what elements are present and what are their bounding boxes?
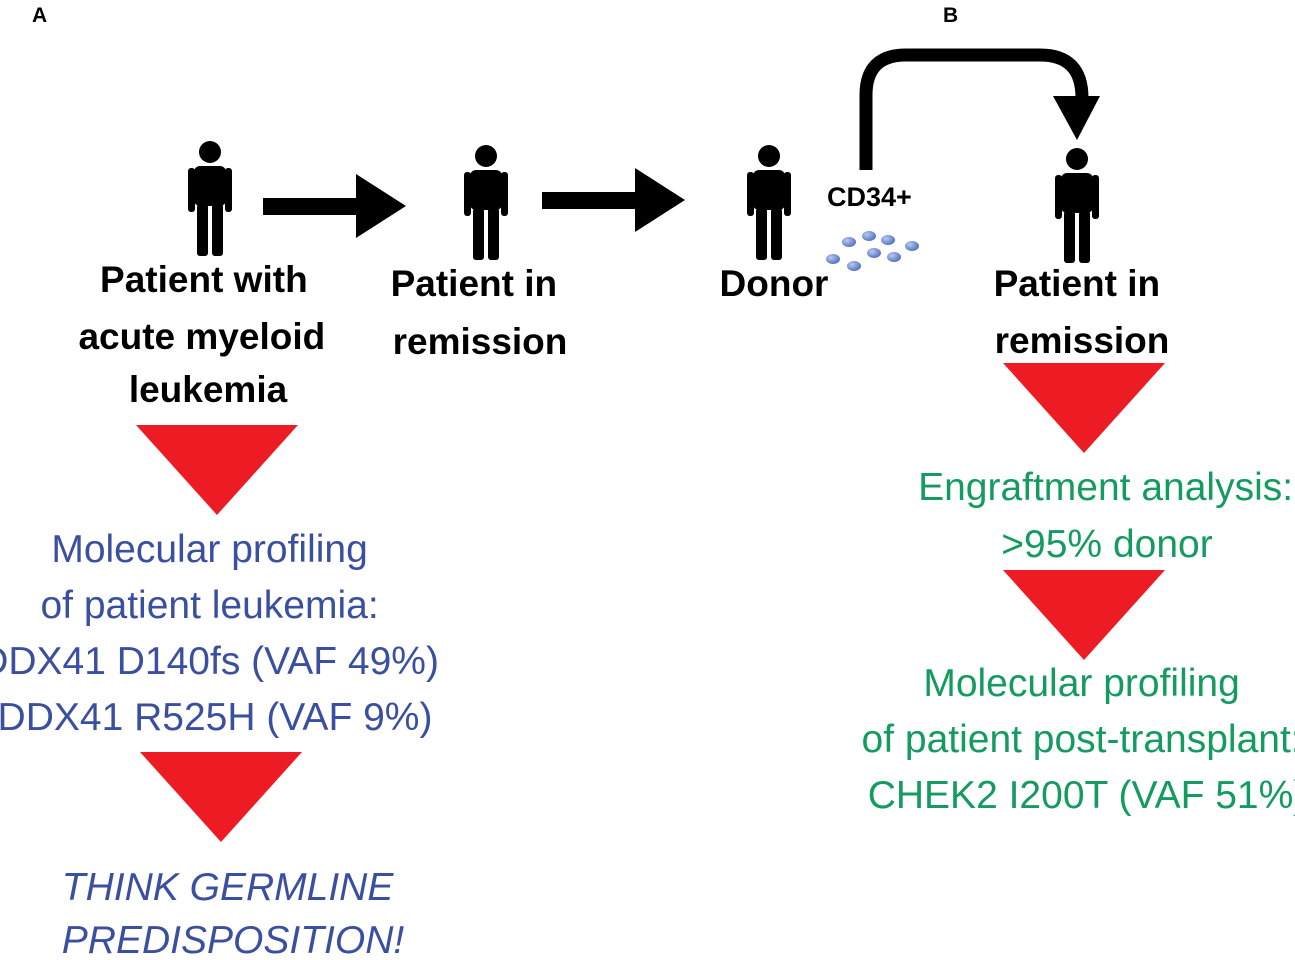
donor-person-icon <box>747 145 791 260</box>
molecular-profiling-post-transplant-text: Molecular profiling of patient post-tran… <box>862 662 1295 817</box>
engraftment-analysis-text: Engraftment analysis: >95% donor <box>918 466 1295 566</box>
patient-aml-person-icon <box>188 141 232 256</box>
curved-arrow-icon <box>859 48 1100 170</box>
patient-remission-b-label: Patient in remission <box>994 263 1171 361</box>
right-arrow-icon <box>542 168 685 232</box>
germline-predisposition-text: THINK GERMLINE PREDISPOSITION! <box>62 866 405 960</box>
panel-b-letter: B <box>943 4 958 27</box>
panel-a-letter: A <box>32 4 47 27</box>
donor-label: Donor <box>720 263 829 304</box>
patient-remission-a-label: Patient in remission <box>391 263 568 362</box>
down-triangle-icon <box>1003 570 1165 660</box>
right-arrow-icon <box>263 174 406 238</box>
down-triangle-icon <box>136 425 298 515</box>
molecular-profiling-leukemia-text: Molecular profiling of patient leukemia:… <box>0 528 450 739</box>
down-triangle-icon <box>1003 363 1165 453</box>
cd34-cells-icon <box>826 231 919 271</box>
patient-aml-label: Patient with acute myeloid leukemia <box>78 259 335 410</box>
patient-remission-a-person-icon <box>464 145 508 260</box>
down-triangle-icon <box>140 752 302 842</box>
cd34-label: CD34+ <box>827 182 912 212</box>
patient-remission-b-person-icon <box>1055 148 1099 263</box>
